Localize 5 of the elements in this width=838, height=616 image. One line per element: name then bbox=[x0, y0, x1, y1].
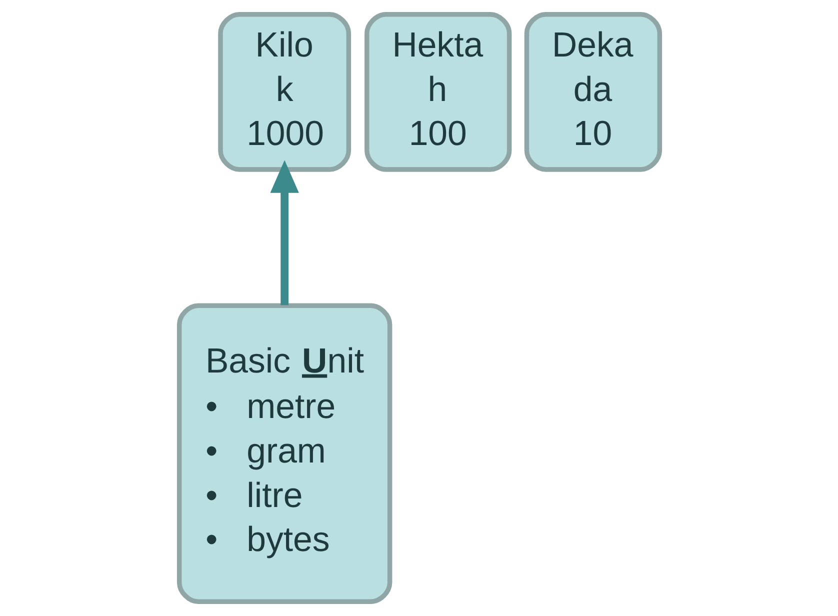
node-box: Basic Unit • metre • gram • litre • bytes bbox=[176, 303, 392, 604]
node-box: Kilo k 1000 bbox=[218, 12, 351, 172]
arrow bbox=[270, 160, 298, 306]
node-box: Hekta h 100 bbox=[364, 12, 512, 172]
node-box: Deka da 10 bbox=[524, 12, 662, 172]
